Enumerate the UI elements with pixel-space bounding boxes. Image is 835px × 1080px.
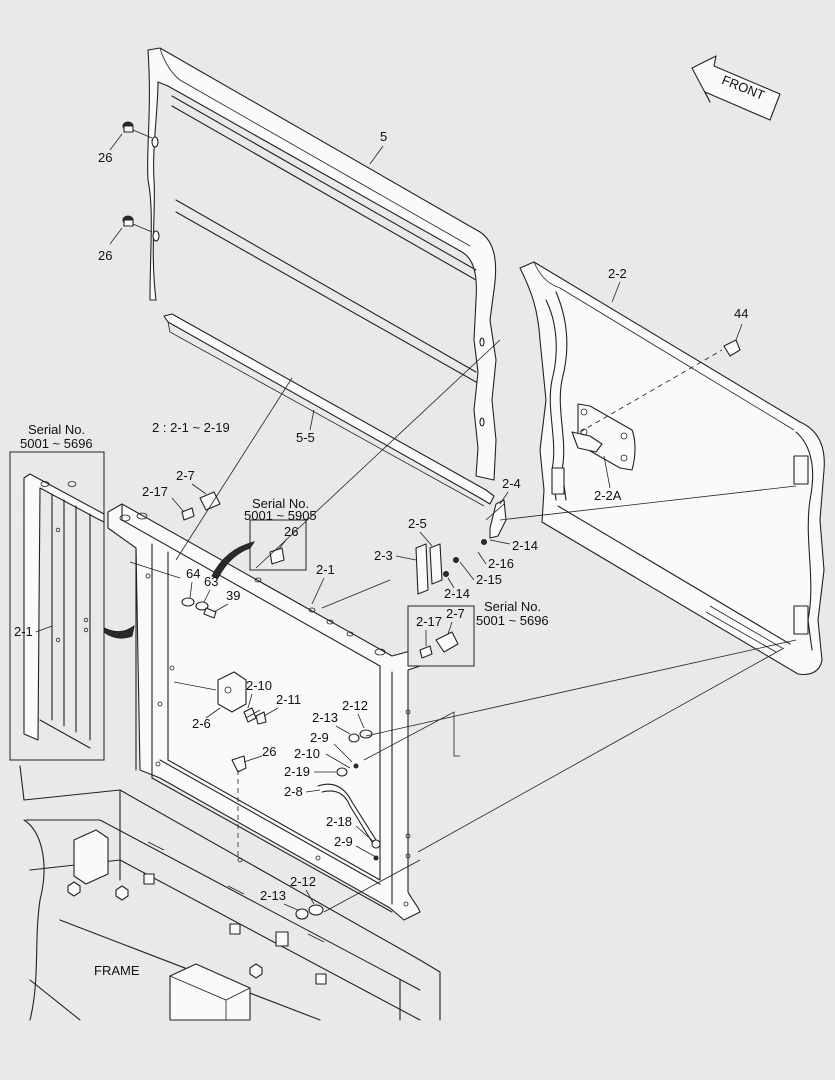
serial-right-line2: 5001 ~ 5696 bbox=[476, 613, 549, 628]
rod-2-8 bbox=[231, 707, 381, 861]
label-2-17-b: 2-17 bbox=[416, 614, 442, 629]
label-26-a: 26 bbox=[98, 150, 112, 165]
label-2-13-a: 2-13 bbox=[312, 710, 338, 725]
label-2-7-a: 2-7 bbox=[176, 468, 195, 483]
bolt-26-upper bbox=[109, 121, 153, 151]
label-2-18: 2-18 bbox=[326, 814, 352, 829]
label-2-16: 2-16 bbox=[488, 556, 514, 571]
bolt-44 bbox=[723, 323, 743, 357]
front-direction-arrow: FRONT bbox=[691, 55, 781, 121]
serial-left-line1: Serial No. bbox=[28, 422, 85, 437]
label-2-19: 2-19 bbox=[284, 764, 310, 779]
serial-inset-right bbox=[407, 605, 475, 667]
label-2-11: 2-11 bbox=[276, 692, 301, 707]
frame-label: FRAME bbox=[94, 963, 140, 978]
machine-frame bbox=[19, 765, 441, 1021]
label-2-5: 2-5 bbox=[408, 516, 427, 531]
label-44: 44 bbox=[734, 306, 748, 321]
part-labels: 26 26 5 5-5 2-2 44 2-2A 2 : 2-1 ~ 2-19 S… bbox=[14, 129, 748, 978]
label-2-9-a: 2-9 bbox=[310, 730, 329, 745]
label-26-d: 26 bbox=[262, 744, 276, 759]
label-2-1: 2-1 bbox=[316, 562, 335, 577]
label-2-7-b: 2-7 bbox=[446, 606, 465, 621]
label-2-10-b: 2-10 bbox=[294, 746, 320, 761]
label-2-8: 2-8 bbox=[284, 784, 303, 799]
label-2-2A: 2-2A bbox=[594, 488, 622, 503]
label-2-4: 2-4 bbox=[502, 476, 521, 491]
group-note: 2 : 2-1 ~ 2-19 bbox=[152, 420, 230, 435]
serial-left-line2: 5001 ~ 5696 bbox=[20, 436, 93, 451]
bolt-26-lower bbox=[109, 215, 153, 245]
label-2-9-b: 2-9 bbox=[334, 834, 353, 849]
label-2-12-b: 2-12 bbox=[290, 874, 316, 889]
label-26-c: 26 bbox=[284, 524, 298, 539]
serial-mid-line2: 5001 ~ 5905 bbox=[244, 508, 317, 523]
hardware-2-7-2-17 bbox=[181, 491, 221, 521]
label-63: 63 bbox=[204, 574, 218, 589]
label-39: 39 bbox=[226, 588, 240, 603]
serial-inset-left bbox=[9, 451, 105, 761]
label-5: 5 bbox=[380, 129, 387, 144]
hardware-64-63-39 bbox=[181, 597, 217, 619]
panel-5 bbox=[147, 47, 497, 507]
label-2-6: 2-6 bbox=[192, 716, 211, 731]
hardware-2-12-2-13-lower bbox=[295, 904, 324, 920]
label-5-5: 5-5 bbox=[296, 430, 315, 445]
brackets-2-3-2-4-2-5 bbox=[415, 499, 507, 595]
label-2-10-a: 2-10 bbox=[246, 678, 272, 693]
label-2-2: 2-2 bbox=[608, 266, 627, 281]
label-2-15: 2-15 bbox=[476, 572, 502, 587]
label-2-3: 2-3 bbox=[374, 548, 393, 563]
label-26-b: 26 bbox=[98, 248, 112, 263]
bracket-2-6 bbox=[217, 671, 247, 713]
panel-2-2 bbox=[519, 261, 825, 676]
label-2-13-b: 2-13 bbox=[260, 888, 286, 903]
label-64: 64 bbox=[186, 566, 200, 581]
label-2-14-a: 2-14 bbox=[512, 538, 538, 553]
label-2-14-b: 2-14 bbox=[444, 586, 470, 601]
label-2-17-a: 2-17 bbox=[142, 484, 168, 499]
serial-right-line1: Serial No. bbox=[484, 599, 541, 614]
label-2-12-a: 2-12 bbox=[342, 698, 368, 713]
serial-mid-line1: Serial No. bbox=[252, 496, 309, 511]
assembly-lines bbox=[129, 339, 797, 913]
label-2-1-left: 2-1 bbox=[14, 624, 33, 639]
